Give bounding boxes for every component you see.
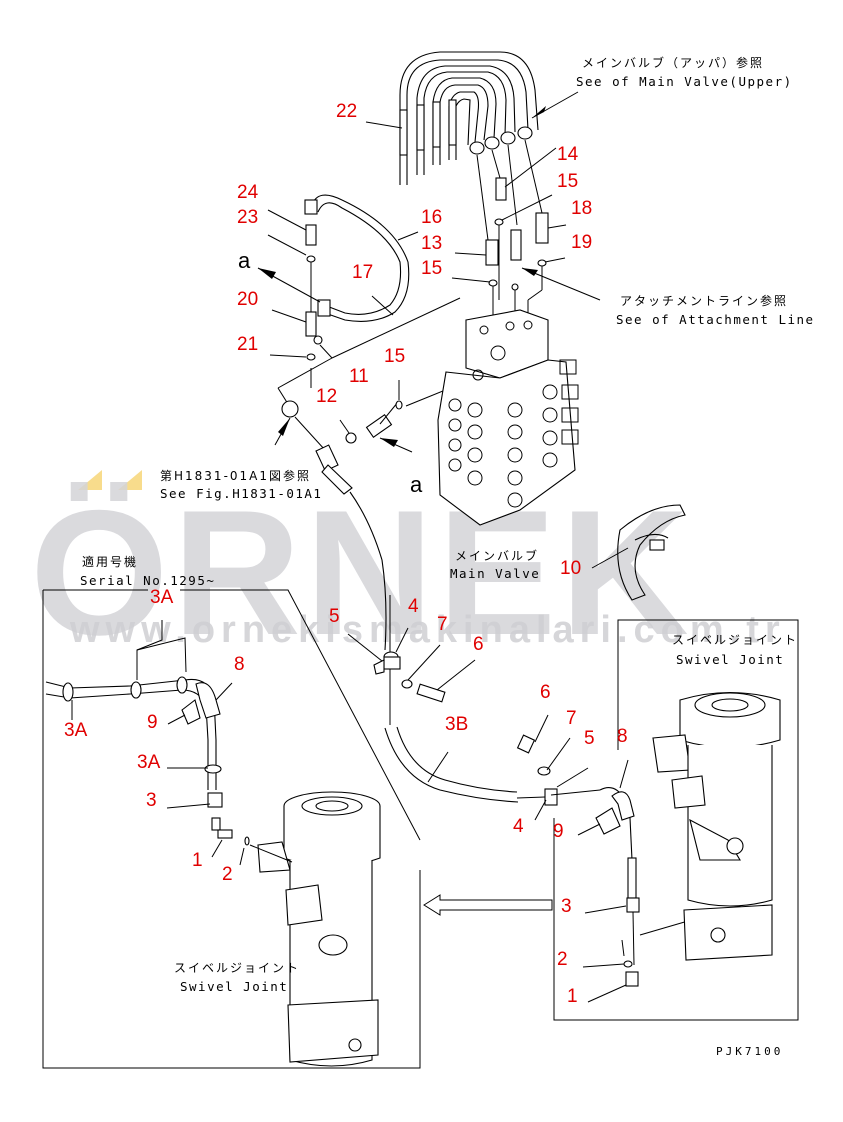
watermark-accent-left bbox=[78, 470, 102, 490]
callout-9-right: 9 bbox=[553, 821, 564, 842]
callout-3B: 3B bbox=[445, 714, 468, 735]
callout-5-mid: 5 bbox=[329, 606, 340, 627]
note-main-valve-en: Main Valve bbox=[450, 566, 540, 581]
callout-23: 23 bbox=[237, 207, 258, 228]
callout-22: 22 bbox=[336, 101, 357, 122]
callout-3-left: 3 bbox=[146, 790, 157, 811]
callout-labels: 22 14 15 18 19 24 23 16 13 15 17 20 21 1… bbox=[64, 101, 628, 1007]
callout-24: 24 bbox=[237, 182, 259, 203]
main-valve bbox=[437, 309, 579, 526]
callout-8-left: 8 bbox=[234, 654, 245, 675]
callout-11: 11 bbox=[349, 366, 369, 387]
view-marker-a-upper: a bbox=[238, 248, 251, 273]
callout-10: 10 bbox=[560, 558, 581, 579]
callout-19: 19 bbox=[571, 232, 592, 253]
watermark-accent-right bbox=[118, 470, 142, 490]
note-swivel-left-jp: スイベルジョイント bbox=[174, 961, 300, 975]
middle-hose-3B bbox=[347, 595, 601, 821]
callout-3-right: 3 bbox=[561, 896, 572, 917]
callout-15-c: 15 bbox=[384, 346, 405, 367]
note-swivel-right-jp: スイベルジョイント bbox=[672, 633, 798, 647]
detail-10 bbox=[591, 504, 686, 601]
callout-3A-top: 3A bbox=[150, 587, 174, 608]
note-serial-jp: 適用号機 bbox=[82, 554, 138, 569]
note-fig-ref-jp: 第H1831-01A1図参照 bbox=[160, 468, 311, 483]
left-detail-box bbox=[42, 589, 421, 1069]
callout-16: 16 bbox=[421, 207, 442, 228]
callout-8-right: 8 bbox=[617, 726, 628, 747]
callout-1-right: 1 bbox=[567, 986, 578, 1007]
right-detail-box bbox=[553, 619, 799, 1021]
callout-6-right: 6 bbox=[540, 682, 551, 703]
callout-7-right: 7 bbox=[566, 708, 577, 729]
callout-9-left: 9 bbox=[147, 712, 158, 733]
callout-5-right: 5 bbox=[584, 728, 595, 749]
callout-21: 21 bbox=[237, 334, 258, 355]
callout-3A-left: 3A bbox=[64, 720, 88, 741]
callout-12: 12 bbox=[316, 386, 337, 407]
note-main-valve-jp: メインバルブ bbox=[455, 548, 539, 563]
callout-7-mid: 7 bbox=[437, 614, 448, 635]
note-main-valve-upper-jp: メインバルブ（アッパ）参照 bbox=[582, 55, 764, 70]
note-serial-en: Serial No.1295~ bbox=[80, 573, 215, 588]
callout-1-left: 1 bbox=[192, 850, 203, 871]
note-main-valve-upper-en: See of Main Valve(Upper) bbox=[576, 74, 793, 89]
callout-4-mid: 4 bbox=[408, 596, 419, 617]
note-attachment-line-jp: アタッチメントライン参照 bbox=[620, 293, 788, 308]
callout-20: 20 bbox=[237, 289, 258, 310]
callout-6-mid: 6 bbox=[473, 634, 484, 655]
callout-15-b: 15 bbox=[421, 258, 442, 279]
callout-2-right: 2 bbox=[557, 949, 568, 970]
callout-17: 17 bbox=[352, 262, 373, 283]
transfer-arrow bbox=[423, 894, 553, 916]
callout-2-left: 2 bbox=[222, 864, 233, 885]
fittings-upper bbox=[451, 139, 601, 320]
view-marker-a-lower: a bbox=[410, 472, 423, 497]
callout-3A-mid: 3A bbox=[137, 752, 161, 773]
callout-13: 13 bbox=[421, 233, 442, 254]
callout-14: 14 bbox=[557, 144, 579, 165]
note-swivel-left-en: Swivel Joint bbox=[180, 979, 288, 994]
note-attachment-line-en: See of Attachment Line bbox=[616, 312, 815, 327]
hose-bundle-22 bbox=[365, 51, 579, 185]
watermark-url: www.ornekismakinalari.com.tr bbox=[69, 609, 786, 651]
callout-4-right: 4 bbox=[513, 816, 524, 837]
note-swivel-right-en: Swivel Joint bbox=[676, 652, 784, 667]
drawing-code: PJK7100 bbox=[716, 1045, 783, 1058]
hose-16-17 bbox=[257, 194, 461, 405]
note-fig-ref-en: See Fig.H1831-01A1 bbox=[160, 486, 322, 501]
callout-18: 18 bbox=[571, 198, 592, 219]
callout-15: 15 bbox=[557, 171, 578, 192]
fittings-11-12 bbox=[274, 379, 471, 651]
notes: メインバルブ（アッパ）参照 See of Main Valve(Upper) ア… bbox=[80, 55, 815, 1058]
